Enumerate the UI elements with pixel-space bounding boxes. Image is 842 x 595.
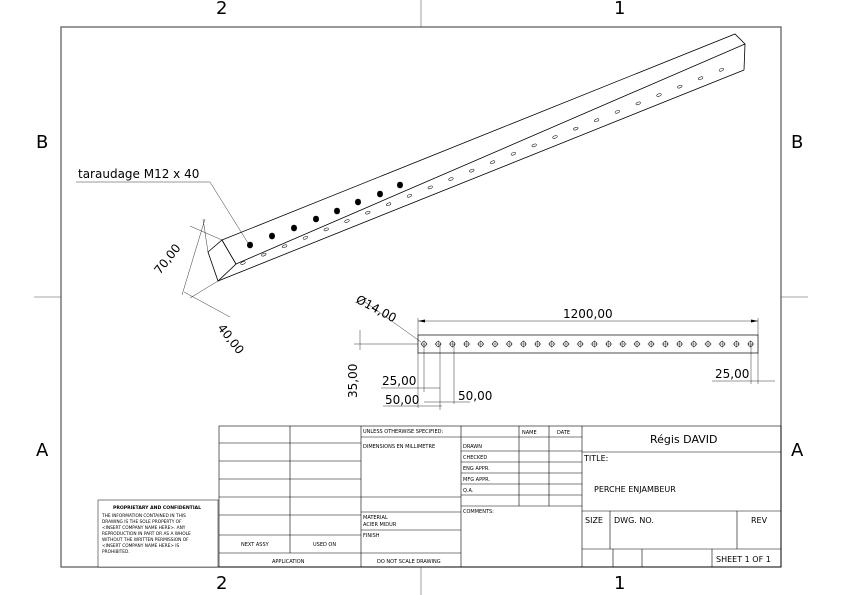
through-hole bbox=[448, 177, 454, 181]
through-hole bbox=[594, 118, 600, 122]
material-label: MATERIAL bbox=[363, 515, 388, 521]
material-value: ACIER MIDUR bbox=[363, 522, 397, 528]
row-mfg-appr: MFG APPR. bbox=[463, 477, 490, 483]
through-hole bbox=[365, 210, 371, 215]
sheet-label: SHEET 1 OF 1 bbox=[716, 555, 771, 564]
company-name: Régis DAVID bbox=[650, 433, 718, 446]
next-assy: NEXT ASSY bbox=[241, 542, 270, 548]
through-hole bbox=[469, 168, 475, 173]
proprietary-line: WITHOUT THE WRITTEN PERMISSION OF bbox=[102, 537, 189, 543]
proprietary-line: <INSERT COMPANY NAME HERE> IS bbox=[102, 543, 180, 549]
zone-label-top-1: 1 bbox=[614, 0, 625, 19]
through-hole bbox=[261, 252, 267, 257]
title-block: UNLESS OTHERWISE SPECIFIED: DIMENSIONS E… bbox=[218, 425, 782, 568]
front-view: 1200,00 Ø14,00 35,00 25,00 50,00 50,00 2… bbox=[346, 292, 775, 410]
through-hole bbox=[344, 219, 350, 223]
proprietary-heading: PROPRIETARY AND CONFIDENTIAL bbox=[113, 505, 201, 511]
do-not-scale: DO NOT SCALE DRAWING bbox=[377, 559, 441, 565]
through-hole bbox=[240, 261, 246, 265]
through-hole bbox=[552, 135, 558, 139]
through-hole bbox=[698, 76, 704, 80]
iso-width-dim: 40,00 bbox=[215, 321, 247, 357]
zone-label-top-2: 2 bbox=[216, 0, 227, 19]
through-hole bbox=[718, 68, 724, 72]
zone-label-right-b: B bbox=[791, 132, 803, 153]
row-drawn: DRAWN bbox=[463, 444, 482, 450]
through-hole bbox=[302, 236, 308, 240]
pitch-dim: 50,00 bbox=[458, 389, 492, 403]
proprietary-line: <INSERT COMPANY NAME HERE>. ANY bbox=[102, 525, 186, 531]
col-date: DATE bbox=[557, 430, 570, 436]
through-hole bbox=[510, 152, 516, 156]
through-hole bbox=[406, 194, 412, 198]
tolerance-header: UNLESS OTHERWISE SPECIFIED: bbox=[363, 429, 443, 435]
zone-label-left-b: B bbox=[36, 132, 48, 153]
isometric-view: taraudage M12 x 40 70,00 40,00 bbox=[76, 33, 746, 357]
through-hole bbox=[282, 244, 288, 248]
through-hole bbox=[677, 84, 683, 89]
dimensions-unit: DIMENSIONS EN MILLIMETRE bbox=[363, 444, 435, 450]
tapped-holes bbox=[247, 181, 403, 249]
hole-diameter-dim: Ø14,00 bbox=[354, 292, 399, 325]
through-hole bbox=[656, 93, 662, 97]
iso-height-dim: 70,00 bbox=[151, 241, 183, 277]
through-hole bbox=[490, 160, 496, 164]
through-hole bbox=[386, 202, 392, 206]
through-hole bbox=[573, 126, 579, 131]
zone-label-right-a: A bbox=[791, 440, 804, 461]
proprietary-line: THE INFORMATION CONTAINED IN THIS bbox=[101, 513, 186, 519]
front-holes bbox=[420, 340, 755, 348]
beam-top-face bbox=[221, 33, 746, 265]
length-dim: 1200,00 bbox=[563, 307, 613, 321]
through-hole bbox=[531, 143, 537, 148]
size-label: SIZE bbox=[585, 516, 603, 525]
through-hole bbox=[427, 185, 433, 190]
pitch-chain-dim: 50,00 bbox=[385, 393, 419, 407]
proprietary-line: PROHIBITED. bbox=[102, 549, 130, 555]
height-dim: 35,00 bbox=[346, 364, 360, 398]
through-hole bbox=[323, 227, 329, 232]
finish-label: FINISH bbox=[363, 533, 380, 539]
title-label: TITLE: bbox=[583, 454, 608, 463]
row-qa: Q.A. bbox=[463, 488, 474, 494]
row-eng-appr: ENG APPR. bbox=[463, 466, 490, 472]
proprietary-line: DRAWING IS THE SOLE PROPERTY OF bbox=[102, 519, 182, 525]
zone-label-bottom-2: 2 bbox=[216, 573, 227, 594]
zone-label-left-a: A bbox=[36, 440, 49, 461]
row-checked: CHECKED bbox=[463, 455, 487, 461]
last-hole-offset-dim: 25,00 bbox=[715, 367, 749, 381]
zone-label-bottom-1: 1 bbox=[614, 573, 625, 594]
tapping-note: taraudage M12 x 40 bbox=[78, 167, 199, 181]
rev-label: REV bbox=[751, 516, 768, 525]
application: APPLICATION bbox=[272, 559, 305, 565]
proprietary-line: REPRODUCTION IN PART OR AS A WHOLE bbox=[102, 531, 191, 537]
col-name: NAME bbox=[522, 430, 537, 436]
through-holes bbox=[240, 68, 724, 265]
used-on: USED ON bbox=[313, 542, 336, 548]
through-hole bbox=[635, 101, 641, 106]
dwg-no-label: DWG. NO. bbox=[614, 516, 654, 525]
through-hole bbox=[614, 110, 620, 114]
proprietary-note: PROPRIETARY AND CONFIDENTIAL THE INFORMA… bbox=[97, 499, 219, 568]
first-hole-offset-dim: 25,00 bbox=[382, 374, 416, 388]
zone-ticks bbox=[34, 0, 808, 595]
title-value: PERCHE ENJAMBEUR bbox=[594, 485, 676, 494]
row-comments: COMMENTS: bbox=[463, 509, 494, 515]
